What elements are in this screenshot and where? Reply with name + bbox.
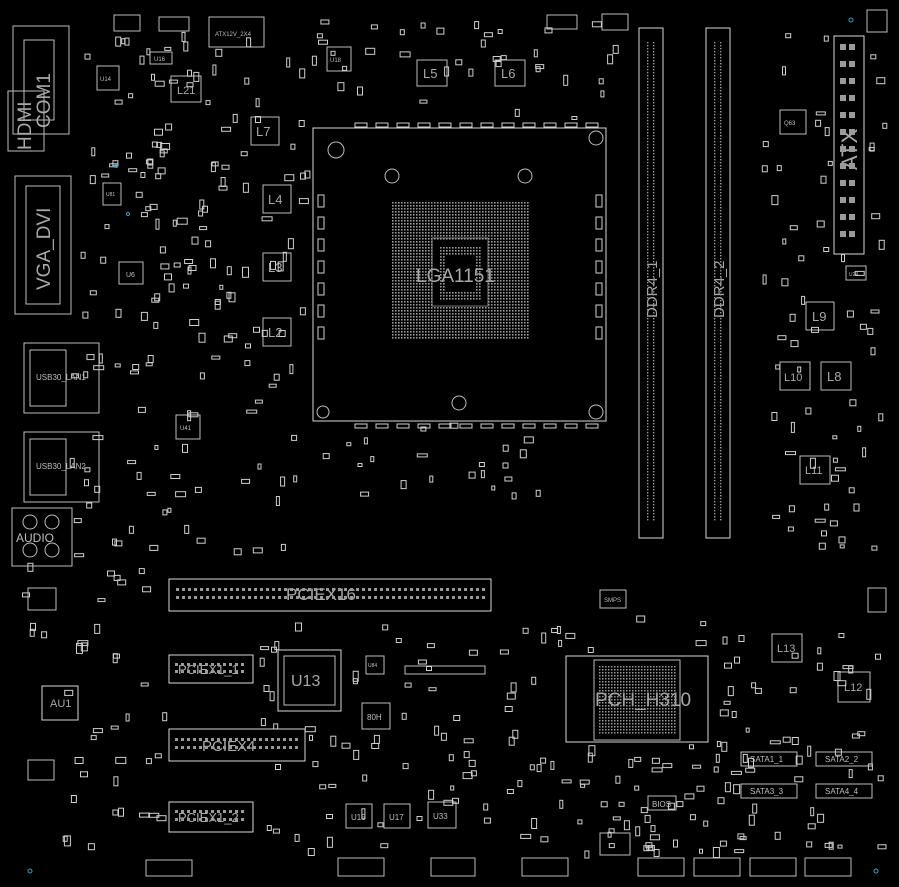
bios-label: BIOS [652,800,671,809]
u17-label: U17 [389,813,404,822]
hdmi-com-connector [7,25,70,152]
l21-label: L21 [177,85,195,97]
pciex4-slot [168,728,306,762]
l6-label: L6 [501,66,515,81]
audio-label: AUDIO [16,531,54,545]
q63-chip [779,109,807,135]
bottom-headers [27,9,888,877]
u16-chip [149,51,173,65]
sata2-label: SATA2_2 [825,755,859,764]
vga-dvi-connector [14,175,72,315]
atx-power-connector [833,35,865,255]
u84-label: U84 [368,663,377,669]
inductor-l7 [250,116,280,146]
pciex4-label: PCIEX4 [202,738,255,755]
u81-chip [102,182,122,206]
sata-port-4 [815,783,873,799]
l9-label: L9 [812,309,826,324]
u16-label: U16 [154,57,166,63]
q63-label: Q63 [784,121,796,127]
u18-chip [326,46,352,72]
inductor-l21 [170,75,202,103]
ddr4-1-label: DDR4_1 [644,260,661,318]
small-components [22,19,888,859]
u6-chip [118,261,144,285]
inductor-l13 [771,633,803,663]
l7-label: L7 [256,124,270,139]
h80-label: 80H [367,713,382,722]
u33-label: U33 [433,812,448,821]
inductor-l3 [262,252,292,282]
l8-label: L8 [827,369,841,384]
usb30-lan2-label: USB30_LAN2 [36,462,86,471]
smps-label: SMPS [604,598,621,604]
sata4-label: SATA4_4 [825,787,859,796]
memory-slot-2 [705,27,731,539]
sata3-label: SATA3_3 [750,787,784,796]
vga-dvi-label: VGA_DVI [34,208,55,290]
sata-port-2 [815,751,873,767]
inductor-l10 [779,361,811,391]
u14-chip [96,65,120,91]
u41-label: U41 [180,426,192,432]
sata-port-1 [740,751,798,767]
inductor-l9 [805,301,835,331]
sata1-label: SATA1_1 [750,755,784,764]
pciex1-1-slot [168,654,254,684]
h80-display [361,702,391,730]
audio-connector [11,507,73,567]
u17-chip [383,803,411,829]
atx12v-label: ATX12V_2X4 [215,32,252,38]
inductor-l5 [416,59,448,87]
usb30-lan1-label: USB30_LAN1 [36,373,86,382]
inductor-l6 [494,59,526,87]
au1-label: AU1 [50,698,71,710]
pch-chip [565,655,709,743]
hdmi-label: HDMI [15,101,36,150]
u15-label: U15 [351,813,366,822]
pciex1-2-label: PCIEX1_2 [178,810,239,825]
atx12v-connector [208,16,265,48]
u6-label: U6 [126,272,135,279]
com1-label: COM1 [34,73,55,128]
u33-chip [427,801,457,829]
l13-label: L13 [777,643,795,655]
inductor-l8 [820,361,852,391]
u13-chip [277,649,342,712]
l12-label: L12 [844,682,862,694]
usb-lan-2-connector [23,431,100,503]
pciex1-2-slot [168,801,254,833]
l5-label: L5 [423,66,437,81]
u81-label: U81 [106,192,115,198]
sata-port-3 [740,783,798,799]
bios-chip [647,795,677,811]
inductor-l11 [799,455,831,485]
pch-label: PCH_H310 [595,690,691,711]
inductor-l12 [837,671,871,703]
u14-label: U14 [100,77,112,83]
l4-label: L4 [268,192,282,207]
cpu-socket-label: LGA1151 [416,266,495,287]
inductor-l4 [262,184,292,214]
l2-label: L2 [268,325,282,340]
pciex16-slot [168,578,492,612]
u13-label: U13 [291,673,320,690]
au1-chip [41,685,79,721]
memory-slot-1 [638,27,664,539]
ddr4-2-label: DDR4_2 [711,260,728,318]
u24-chip [845,265,867,281]
u84-chip [365,655,385,675]
l10-label: L10 [784,372,802,384]
smps-chip [599,589,627,609]
pciex16-label: PCIEX16 [286,585,356,604]
l11-label: L11 [805,465,823,477]
u15-chip [345,803,373,829]
marker-dots [27,17,879,874]
usb-lan-1-connector [23,342,100,414]
u24-label: U24 [849,272,858,278]
u18-label: U18 [330,58,342,64]
inductor-l2 [262,317,292,347]
